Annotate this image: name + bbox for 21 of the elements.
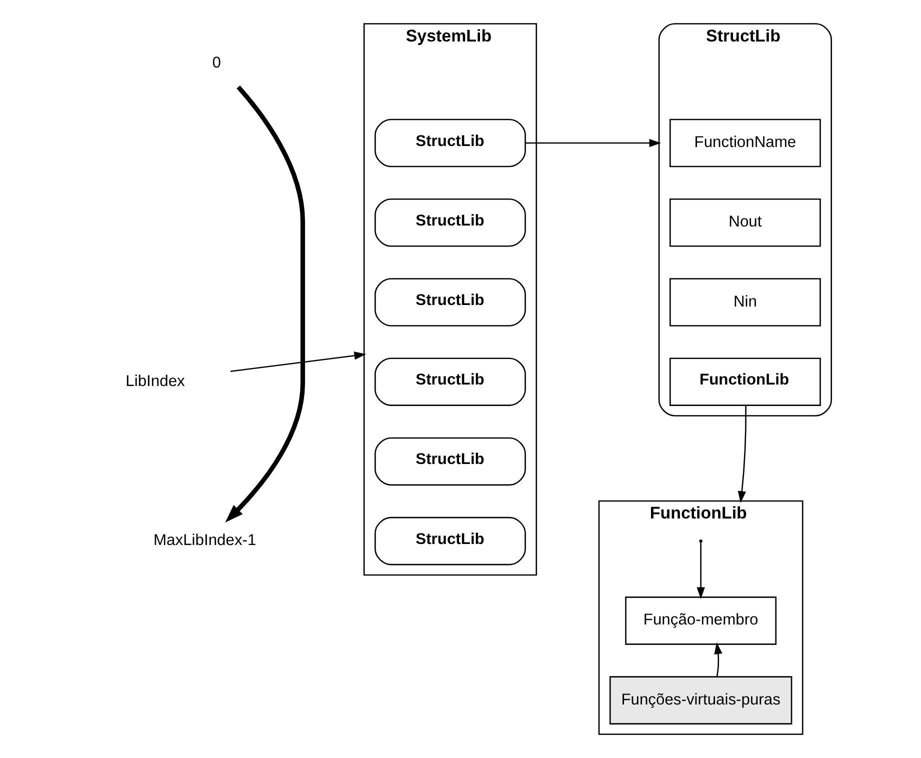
node-box: FunctionLib [669,358,820,406]
node-text: LibIndex [125,372,184,390]
arrow [696,542,704,600]
node-box: StructLib [374,437,526,486]
node-box: StructLib [374,358,526,406]
node-box: FunctionName [669,118,820,168]
arrow [224,85,305,522]
arrow [230,352,366,372]
node-box: Nout [669,198,820,247]
node-box: StructLib [374,118,526,168]
node-box: StructLib [374,278,526,326]
node-box: Funções-virtuais-puras [608,676,792,724]
node-text: 0 [212,54,220,72]
arrow [525,138,661,148]
node-text: MaxLibIndex-1 [153,532,256,550]
node-box: StructLib [374,198,526,247]
node-box: Nin [669,278,820,326]
node-box: StructLib [374,516,526,566]
arrow [714,642,722,677]
arrow [737,406,746,503]
node-box: Função-membro [624,596,776,645]
